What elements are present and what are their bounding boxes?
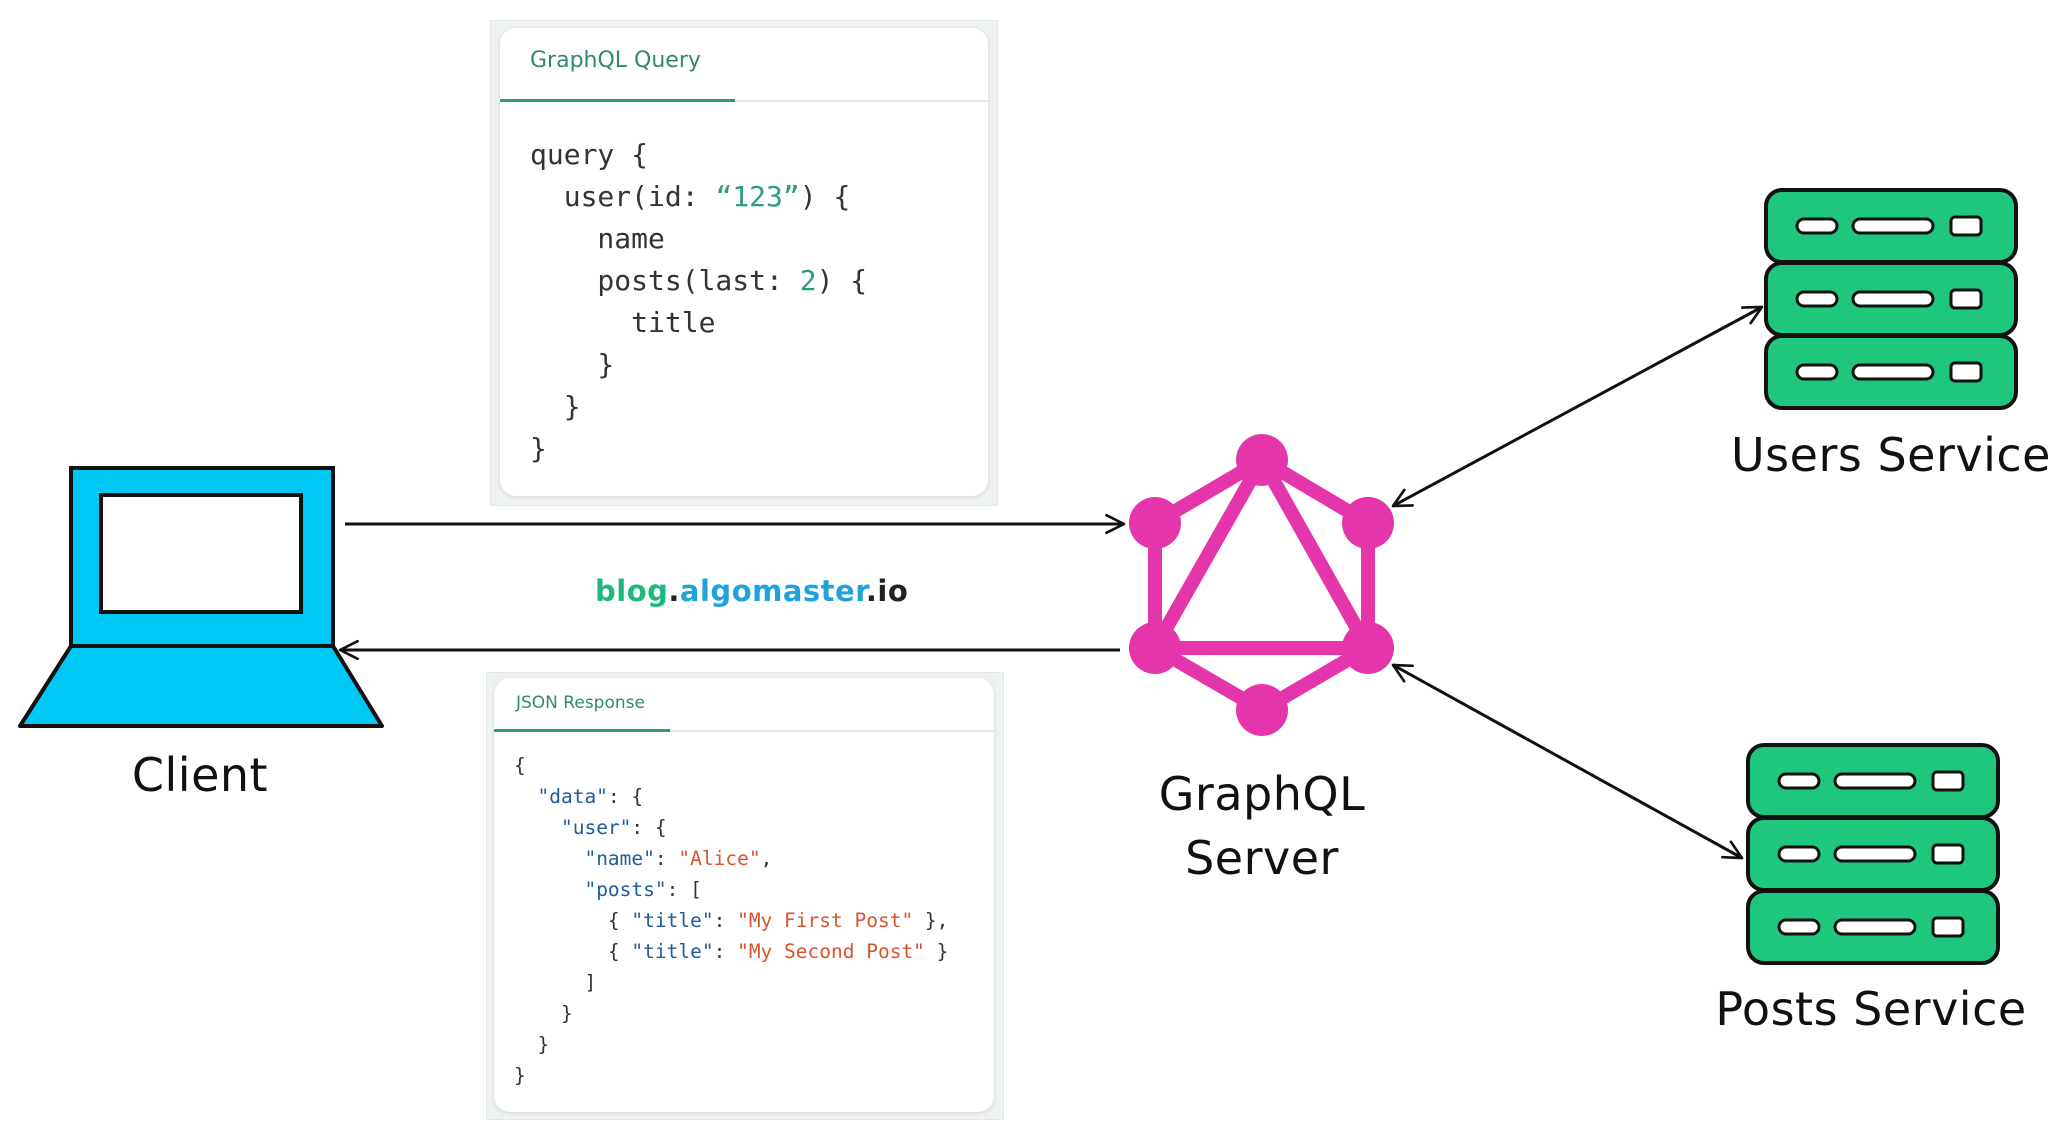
response-code-line: } — [514, 1064, 526, 1087]
response-code-line: "user": { — [514, 816, 667, 839]
query-code-line: posts(last: 2) { — [530, 264, 867, 297]
response-code-line: "posts": [ — [514, 878, 702, 901]
laptop-icon — [18, 466, 384, 728]
server-stack-icon — [1764, 188, 2018, 410]
response-code-token: "My Second Post" — [737, 940, 925, 963]
response-code-token — [514, 878, 584, 901]
server-stack-icon — [1746, 743, 2000, 965]
response-code-line: } — [514, 1033, 549, 1056]
query-panel-tab: GraphQL Query — [500, 28, 988, 102]
response-code-line: { "title": "My Second Post" } — [514, 940, 949, 963]
response-panel-tab: JSON Response — [494, 678, 994, 732]
response-code-token: { — [514, 909, 632, 932]
brand-watermark: blog.algomaster.io — [595, 574, 908, 608]
response-code-token: : — [713, 909, 738, 932]
graphql-server-label: GraphQL Server — [1112, 762, 1412, 890]
response-code-token: "My First Post" — [737, 909, 914, 932]
response-code-token: { — [514, 940, 632, 963]
response-code-token: "user" — [560, 816, 632, 839]
query-code-token: query { — [530, 138, 649, 171]
query-code-line: name — [530, 222, 665, 255]
response-code-token: : — [654, 847, 679, 870]
response-code-token: { — [514, 754, 526, 777]
response-code-line: { "title": "My First Post" }, — [514, 909, 949, 932]
response-code-token — [514, 847, 584, 870]
graphql-logo-icon — [1129, 434, 1394, 736]
response-code-token: : — [713, 940, 738, 963]
graphql-server-label-line1: GraphQL — [1158, 767, 1366, 821]
posts-service-label: Posts Service — [1715, 982, 2027, 1036]
response-code-token: : [ — [666, 878, 702, 901]
posts-service-arrow — [1391, 663, 1744, 860]
response-code-token: }, — [913, 909, 949, 932]
query-code-token: “123” — [715, 180, 800, 213]
response-panel: JSON Response { "data": { "user": { "nam… — [494, 678, 994, 1112]
response-code-token: : { — [631, 816, 667, 839]
response-code-token: "Alice" — [678, 847, 761, 870]
brand-part-blog: blog — [595, 574, 669, 608]
query-code-token: } — [530, 390, 581, 423]
response-code-token: "name" — [584, 847, 655, 870]
response-code-line: ] — [514, 971, 596, 994]
response-code-line: } — [514, 1002, 573, 1025]
brand-part-io: io — [877, 574, 909, 608]
query-code-token: } — [530, 432, 547, 465]
response-code-token: "data" — [537, 785, 608, 808]
response-code-token — [514, 816, 561, 839]
query-tab-label: GraphQL Query — [530, 48, 701, 73]
brand-dot-2: . — [865, 574, 878, 608]
response-code-line: "name": "Alice", — [514, 847, 772, 870]
query-code-line: query { — [530, 138, 648, 171]
users-service-label: Users Service — [1731, 428, 2051, 482]
response-code-token: } — [514, 1002, 573, 1025]
response-code-token: , — [760, 847, 773, 870]
query-code-token: user(id: — [530, 180, 716, 213]
response-code-token — [514, 785, 537, 808]
response-code-token: "title" — [631, 909, 714, 932]
brand-dot-1: . — [668, 574, 680, 608]
client-label: Client — [131, 748, 269, 802]
query-code-line: } — [530, 390, 581, 423]
response-code-line: "data": { — [514, 785, 643, 808]
response-code-token: } — [924, 940, 949, 963]
query-panel: GraphQL Query query { user(id: “123”) { … — [500, 28, 988, 496]
query-code-token: ) { — [816, 264, 868, 297]
query-code-line: } — [530, 348, 614, 381]
users-service-arrow — [1391, 305, 1764, 508]
response-tab-underline — [494, 729, 670, 732]
response-code-token: ] — [514, 971, 597, 994]
query-tab-underline — [500, 99, 735, 102]
query-code-token: 2 — [799, 264, 817, 297]
query-code-token: ) { — [799, 180, 851, 213]
query-code-line: title — [530, 306, 715, 339]
graphql-server-label-line2: Server — [1185, 831, 1339, 885]
query-code-line: } — [530, 432, 547, 465]
query-code-block: query { user(id: “123”) { name posts(las… — [530, 134, 867, 470]
response-code-token: } — [514, 1033, 550, 1056]
query-code-token: } — [530, 348, 615, 381]
response-code-line: { — [514, 754, 526, 777]
query-code-token: name — [530, 222, 665, 255]
query-code-line: user(id: “123”) { — [530, 180, 851, 213]
response-tab-label: JSON Response — [516, 693, 645, 713]
query-code-token: title — [530, 306, 716, 339]
brand-part-algomaster: algomaster — [679, 574, 866, 608]
query-code-token: posts(last: — [530, 264, 800, 297]
response-code-block: { "data": { "user": { "name": "Alice", "… — [514, 750, 948, 1091]
response-code-token: "title" — [631, 940, 714, 963]
response-code-token: : { — [607, 785, 644, 808]
response-code-token: } — [514, 1064, 526, 1087]
response-code-token: "posts" — [584, 878, 667, 901]
